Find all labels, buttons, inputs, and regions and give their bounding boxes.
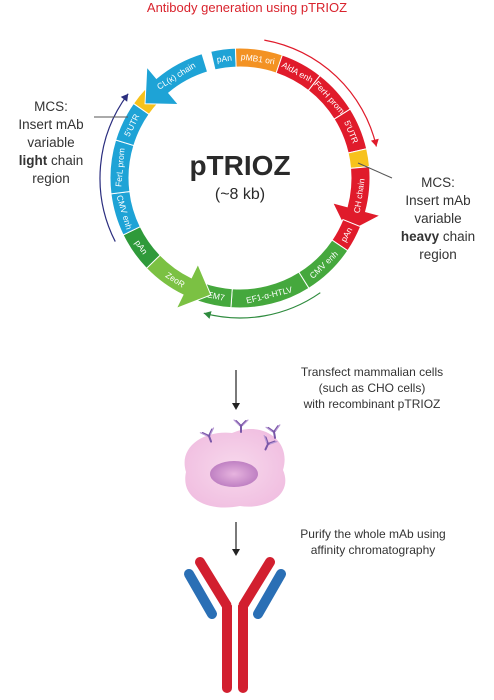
mcs-light-line5: region xyxy=(32,171,70,186)
light-chain-transcription-arrow xyxy=(99,93,129,242)
segment-11: ZeoR xyxy=(145,254,212,310)
mcs-heavy-pointer xyxy=(357,162,393,179)
segment-8: CMV enh xyxy=(298,239,349,289)
purify-line1: Purify the whole mAb using xyxy=(300,527,446,541)
transfect-line1: Transfect mammalian cells xyxy=(300,365,444,379)
segment-1: pMB1 ori xyxy=(234,47,283,74)
transfect-arrow-head xyxy=(232,403,240,410)
mcs-light-bold: light xyxy=(18,153,48,168)
segment-shape-17 xyxy=(144,53,209,105)
segment-label-14: FerL prom xyxy=(113,148,126,188)
segment-6: CH chain xyxy=(331,166,382,234)
transcription-arrows xyxy=(99,39,379,319)
secreted-antibody-4 xyxy=(265,424,281,439)
segment-label-0: pAn xyxy=(216,53,233,65)
mcs-light-line3: variable xyxy=(27,135,75,150)
mcs-light-rest: chain xyxy=(47,153,84,168)
purify-line2: affinity chromatography xyxy=(310,543,436,557)
mcs-light-line2: Insert mAb xyxy=(18,117,84,132)
segment-4: 5'UTR xyxy=(333,108,368,154)
light-chain-right xyxy=(253,569,286,619)
segment-14: FerL prom xyxy=(109,139,135,195)
workflow-graphics xyxy=(184,370,286,693)
segment-13: CMV enh xyxy=(110,190,141,236)
whole-antibody xyxy=(184,557,286,693)
mcs-light-line1: MCS: xyxy=(34,99,68,114)
secreted-antibody-2 xyxy=(233,419,249,433)
plasmid-size: (~8 kb) xyxy=(214,186,266,203)
light-arrow-head xyxy=(120,93,129,102)
cell-nucleus xyxy=(210,461,258,487)
selection-transcription-arrow xyxy=(203,292,321,319)
selection-arrow-head xyxy=(203,311,212,319)
mcs-light-chain-label: MCS: Insert mAb variable light chain reg… xyxy=(8,98,94,188)
segment-17: CL(κ) chain xyxy=(144,53,209,105)
hinge-disulfide xyxy=(231,598,239,610)
segment-0: pAn xyxy=(210,47,237,71)
heavy-arrow-head xyxy=(370,138,379,147)
mcs-callout-lines xyxy=(94,116,393,179)
heavy-chain-arm-left xyxy=(195,557,232,611)
mcs-light-line4: light chain xyxy=(8,152,94,170)
segment-shape-6 xyxy=(331,166,382,234)
transfect-line2: (such as CHO cells) xyxy=(318,381,426,395)
segment-label-1: pMB1 ori xyxy=(240,51,275,66)
segment-shape-11 xyxy=(145,254,212,310)
heavy-chain-transcription-arrow xyxy=(264,39,377,147)
plasmid-name: pTRIOZ xyxy=(189,150,291,181)
purify-step-text: Purify the whole mAb using affinity chro… xyxy=(268,526,478,558)
mcs-heavy-line5: region xyxy=(419,247,457,262)
transfect-step-text: Transfect mammalian cells (such as CHO c… xyxy=(262,364,482,412)
mcs-heavy-bold: heavy xyxy=(400,229,440,244)
mcs-heavy-chain-label: MCS: Insert mAb variable heavy chain reg… xyxy=(388,174,488,264)
mcs-heavy-line4: heavy chain xyxy=(388,228,488,246)
secreted-antibody-3 xyxy=(263,435,278,451)
heavy-chain-arm-right xyxy=(238,557,275,611)
diagram-title: Antibody generation using pTRIOZ xyxy=(146,0,348,15)
mcs-heavy-line1: MCS: xyxy=(421,175,455,190)
light-chain-left xyxy=(184,569,217,619)
purify-arrow-head xyxy=(232,549,240,556)
secreted-antibody-1 xyxy=(199,427,215,443)
transfect-line3: with recombinant pTRIOZ xyxy=(303,397,441,411)
mcs-heavy-line3: variable xyxy=(414,211,462,226)
mcs-heavy-rest: chain xyxy=(439,229,476,244)
segment-9: EF1-α-HTLV xyxy=(230,271,310,309)
segment-7: pAn xyxy=(331,218,362,252)
mcs-heavy-line2: Insert mAb xyxy=(405,193,471,208)
segment-label-10: EM7 xyxy=(206,289,225,302)
